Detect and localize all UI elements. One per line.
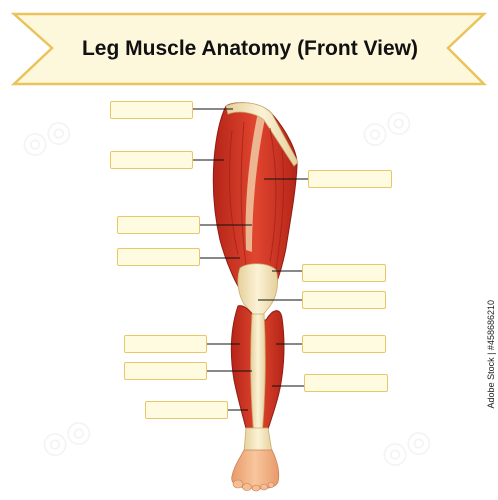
leader-lines <box>193 108 308 411</box>
label-box[interactable] <box>124 362 207 380</box>
stock-watermark-brand: Adobe Stock <box>486 357 496 409</box>
label-box[interactable] <box>117 216 200 234</box>
label-box[interactable] <box>304 374 388 392</box>
toes <box>232 479 275 492</box>
label-box[interactable] <box>124 335 207 353</box>
banner-ribbon <box>10 12 488 86</box>
title-banner <box>10 12 488 86</box>
label-box[interactable] <box>117 248 200 266</box>
label-box[interactable] <box>110 101 193 119</box>
diagram-title: Leg Muscle Anatomy (Front View) <box>81 37 419 60</box>
label-box[interactable] <box>110 151 193 169</box>
label-box[interactable] <box>302 335 386 353</box>
patellar-tendon <box>237 263 278 317</box>
label-box[interactable] <box>302 291 386 309</box>
stock-watermark-id: #458686210 <box>486 300 496 351</box>
label-box[interactable] <box>308 170 392 188</box>
stock-watermark: Adobe Stock | #458686210 <box>486 300 496 409</box>
label-box[interactable] <box>145 401 228 419</box>
label-box[interactable] <box>302 264 386 282</box>
thigh-striations <box>229 121 285 271</box>
ankle-tendons <box>243 427 273 453</box>
sartorius-muscle <box>245 112 266 252</box>
iliac-tendon <box>225 102 299 167</box>
tibia-bone <box>250 313 266 437</box>
